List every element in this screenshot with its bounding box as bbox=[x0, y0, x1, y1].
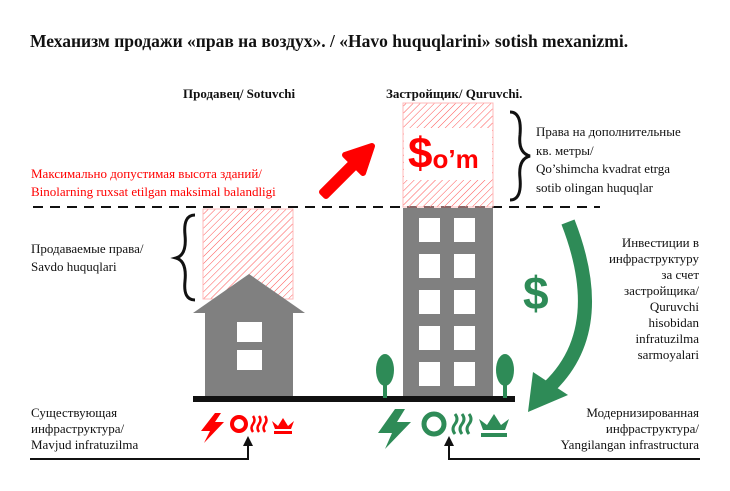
developer-building bbox=[403, 208, 493, 398]
green-arrow-head bbox=[528, 372, 568, 412]
seller-label: Продавец/ Sotuvchi bbox=[183, 86, 296, 101]
building-window bbox=[454, 218, 475, 242]
existing-infra-arrow bbox=[30, 444, 249, 460]
building-window bbox=[419, 326, 440, 350]
building-window bbox=[454, 362, 475, 386]
developer-label: Застройщик/ Quruvchi. bbox=[386, 86, 523, 101]
additional-rights-text: Права на дополнительные кв. метры/ Qo’sh… bbox=[536, 123, 681, 197]
text-line: инфраструктуру bbox=[608, 251, 699, 266]
text-line: Права на дополнительные bbox=[536, 124, 681, 139]
tree-icon bbox=[496, 354, 514, 398]
modern-infra-text: Модернизированная инфраструктура/ Yangil… bbox=[561, 405, 699, 453]
heat-waves-icon bbox=[451, 413, 473, 435]
sold-rights-text: Продаваемые права/ Savdo huquqlari bbox=[31, 240, 143, 276]
text-line: sotib olingan huquqlar bbox=[536, 179, 653, 195]
left-brace bbox=[170, 213, 196, 302]
building-window bbox=[419, 290, 440, 314]
investment-text: Инвестиции в инфраструктуру за счет заст… bbox=[609, 235, 699, 363]
existing-infra-text: Существующая инфраструктура/ Mavjud infr… bbox=[31, 405, 138, 453]
text-line: за счет bbox=[661, 267, 699, 282]
lightning-icon bbox=[378, 409, 411, 449]
text-line: Mavjud infratuzilma bbox=[31, 437, 139, 452]
modern-infra-arrow bbox=[448, 444, 700, 460]
text-line: Существующая bbox=[31, 405, 118, 420]
green-investment-arrow bbox=[543, 219, 592, 394]
text-line: Продаваемые права/ bbox=[31, 241, 144, 256]
building-window bbox=[454, 254, 475, 278]
crown-icon bbox=[479, 414, 509, 437]
page-title: Механизм продажи «прав на воздух». / «Ha… bbox=[30, 31, 629, 51]
text-line: кв. метры/ bbox=[536, 142, 594, 158]
crown-icon bbox=[272, 418, 294, 434]
text-line: Binolarning ruxsat etilgan maksimal bala… bbox=[31, 184, 276, 199]
text-line: Qo’shimcha kvadrat etrga bbox=[536, 161, 671, 176]
red-arrow-icon bbox=[319, 143, 375, 199]
ground-line bbox=[193, 396, 515, 402]
building-window bbox=[454, 290, 475, 314]
modern-infra-icons bbox=[378, 409, 509, 449]
dollar-icon: $ bbox=[523, 267, 549, 319]
text-line: Максимально допустимая высота зданий/ bbox=[31, 166, 262, 181]
tree-icon bbox=[376, 354, 394, 398]
text-line: sarmoyalari bbox=[637, 347, 699, 362]
text-line: Savdo huquqlari bbox=[31, 259, 117, 274]
building-window bbox=[419, 362, 440, 386]
circle-icon bbox=[230, 415, 248, 433]
heat-waves-icon bbox=[250, 415, 268, 433]
building-window bbox=[419, 218, 440, 242]
text-line: инфраструктура/ bbox=[605, 421, 699, 436]
text-line: инфраструктура/ bbox=[31, 421, 125, 436]
text-line: Инвестиции в bbox=[621, 235, 699, 250]
building-window bbox=[454, 326, 475, 350]
lightning-icon bbox=[201, 413, 224, 443]
right-brace bbox=[509, 110, 531, 202]
text-line: Quruvchi bbox=[649, 299, 699, 314]
text-line: застройщика/ bbox=[624, 283, 699, 298]
circle-icon bbox=[421, 411, 447, 437]
house-roof bbox=[193, 274, 305, 313]
text-line: infratuzilma bbox=[635, 331, 699, 346]
building-window bbox=[419, 254, 440, 278]
max-height-text: Максимально допустимая высота зданий/ Bi… bbox=[31, 165, 276, 201]
text-line: Yangilangan infrastructura bbox=[560, 437, 699, 452]
text-line: Модернизированная bbox=[586, 405, 699, 420]
text-line: hisobidan bbox=[648, 315, 699, 330]
som-currency-label: $o’m bbox=[408, 129, 479, 178]
existing-infra-icons bbox=[201, 413, 294, 443]
